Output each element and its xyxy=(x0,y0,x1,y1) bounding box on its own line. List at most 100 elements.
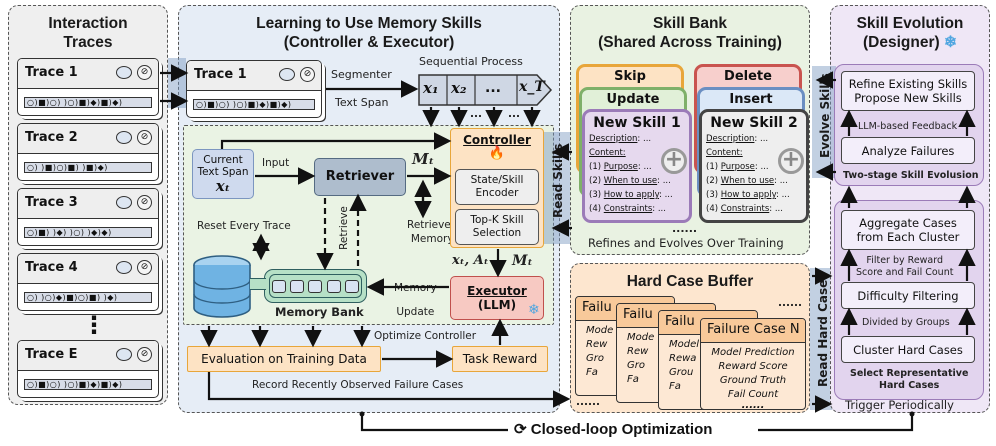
skill-card-2[interactable]: New Skill 2 Description: ... Content: (1… xyxy=(699,109,809,223)
snowflake-icon: ❄ xyxy=(943,34,957,51)
arrow-record-failures xyxy=(207,372,571,408)
add-skill-icon[interactable]: + xyxy=(661,148,687,174)
trace-sequence: ○)■)○) )○)■)◆)■)◆) xyxy=(24,97,152,108)
controller-box[interactable]: Controller 🔥 State/Skill Encoder Top-K S… xyxy=(450,128,544,248)
speech-bubble-icon xyxy=(116,261,132,274)
token-dots: ... xyxy=(508,108,520,120)
speech-bubble-icon xyxy=(279,68,295,81)
divided-by-groups-label: Divided by Groups xyxy=(862,317,950,328)
trace-label: Trace 4 xyxy=(25,260,78,275)
xt-variable: xₜ xyxy=(215,176,231,195)
trace-sequence: ○) )○)◆)■)○)■) )◆) xyxy=(24,292,152,303)
difficulty-filtering-box[interactable]: Difficulty Filtering xyxy=(841,282,975,309)
optimize-controller-label: Optimize Controller xyxy=(374,330,477,342)
token-x1: x₁ xyxy=(423,79,439,97)
learning-title: Learning to Use Memory Skills (Controlle… xyxy=(256,15,482,51)
loop-dot xyxy=(359,411,365,417)
current-text-span-box[interactable]: Current Text Span xₜ xyxy=(192,149,254,199)
llm-feedback-label: LLM-based Feedback xyxy=(858,121,958,132)
memory-slot xyxy=(344,279,359,293)
trace-label: Trace 2 xyxy=(25,130,78,145)
snowflake-icon: ❄ xyxy=(528,302,540,318)
mt-label-exec: Mₜ xyxy=(512,253,533,269)
speech-bubble-icon xyxy=(116,348,132,361)
fire-icon: 🔥 xyxy=(488,146,506,161)
interaction-traces-title: Interaction Traces xyxy=(48,15,128,51)
token-xT: x_T xyxy=(519,79,545,95)
retrieved-memory-label: Retrieved Memory xyxy=(407,219,458,245)
current-trace-card[interactable]: Trace 1 ⊘ ○)■)○) )○)■)◆)■)◆) xyxy=(186,60,322,118)
compass-icon: ⊘ xyxy=(137,347,152,362)
closed-loop-line xyxy=(360,414,508,432)
trace-card[interactable]: Trace 2 ⊘ ○) )■)○)■) )■)◆) xyxy=(17,123,159,181)
compass-icon: ⊘ xyxy=(137,195,152,210)
segmenter-label: Segmenter xyxy=(331,68,392,81)
add-skill-icon[interactable]: + xyxy=(778,148,804,174)
trace-label: Trace 3 xyxy=(25,195,78,210)
compass-icon: ⊘ xyxy=(137,260,152,275)
trace-card[interactable]: Trace 1 ⊘ ○)■)○) )○)■)◆)■)◆) xyxy=(17,58,159,116)
memory-bank-connector xyxy=(250,278,266,290)
memory-slot xyxy=(308,279,323,293)
skill-bank-title: Skill Bank (Shared Across Training) xyxy=(598,15,782,51)
compass-icon: ⊘ xyxy=(300,67,315,82)
text-span-label: Text Span xyxy=(335,96,389,109)
trace-label: Trace 1 xyxy=(194,67,247,82)
select-representative-label: Select Representative Hard Cases xyxy=(850,368,969,391)
analyze-failures-box[interactable]: Analyze Failures xyxy=(841,137,975,164)
memory-bank-label: Memory Bank xyxy=(275,305,364,319)
topk-skill-selection[interactable]: Top-K Skill Selection xyxy=(455,209,539,245)
trigger-periodically-label: Trigger Periodically xyxy=(845,398,954,412)
memory-bank[interactable] xyxy=(264,269,367,303)
skill-evolution-title: Skill Evolution (Designer) ❄ xyxy=(856,15,964,51)
trace-card[interactable]: Trace 4 ⊘ ○) )○)◆)■)○)■) )◆) xyxy=(17,253,159,311)
compass-icon: ⊘ xyxy=(137,65,152,80)
loop-dot xyxy=(909,411,915,417)
hard-case-buffer-title: Hard Case Buffer xyxy=(626,273,754,290)
evaluation-box[interactable]: Evaluation on Training Data xyxy=(187,346,381,372)
speech-bubble-icon xyxy=(116,196,132,209)
cluster-hard-cases-box[interactable]: Cluster Hard Cases xyxy=(841,336,975,363)
memory-slot xyxy=(326,279,341,293)
skill-card-1[interactable]: New Skill 1 Description: ... Content: (1… xyxy=(582,109,692,223)
controller-label: Controller xyxy=(463,133,531,147)
filter-by-reward-label: Filter by Reward Score and Fail Count xyxy=(856,255,954,278)
token-ellipsis: ... xyxy=(485,80,501,96)
trace-label: Trace E xyxy=(25,347,78,362)
token-dots: ... xyxy=(470,108,482,120)
buffer-ellipsis-bottom: ...... xyxy=(576,396,600,408)
memory-slot xyxy=(290,279,305,293)
trace-sequence: ○)■)○) )○)■)◆)■)◆) xyxy=(24,379,152,390)
trace-label: Trace 1 xyxy=(25,65,78,80)
speech-bubble-icon xyxy=(116,66,132,79)
sequential-process-label: Sequential Process xyxy=(419,55,523,68)
failure-case-n-card[interactable]: Failure Case N Model Prediction Reward S… xyxy=(700,318,806,410)
reset-every-trace-label: Reset Every Trace xyxy=(197,220,291,232)
speech-bubble-icon xyxy=(116,131,132,144)
closed-loop-line xyxy=(758,414,914,432)
memory-slot xyxy=(272,279,287,293)
trace-card[interactable]: Trace 3 ⊘ ○)■) )◆) )○) )◆)◆) xyxy=(17,188,159,246)
token-x2: x₂ xyxy=(451,79,467,97)
trace-sequence: ○)■)○) )○)■)◆)■)◆) xyxy=(193,99,315,110)
xt-at-label: xₜ, Aₜ xyxy=(452,253,489,268)
skill-bank-ellipsis: ...... xyxy=(672,222,698,235)
trace-card[interactable]: Trace E ⊘ ○)■)○) )○)■)◆)■)◆) xyxy=(17,340,159,398)
trace-sequence: ○) )■)○)■) )■)◆) xyxy=(24,162,152,173)
refine-propose-box[interactable]: Refine Existing Skills Propose New Skill… xyxy=(841,71,975,111)
token-sequence: x₁ x₂ ... x_T xyxy=(417,72,553,108)
executor-box[interactable]: Executor (LLM) xyxy=(450,276,544,320)
task-reward-box[interactable]: Task Reward xyxy=(452,346,548,372)
arrow-span-to-controller xyxy=(220,132,452,150)
trace-ellipsis: ⋮ xyxy=(82,311,106,339)
record-failure-label: Record Recently Observed Failure Cases xyxy=(252,379,464,391)
skill-bank-footer: Refines and Evolves Over Training xyxy=(588,236,784,250)
aggregate-cases-box[interactable]: Aggregate Cases from Each Cluster xyxy=(841,210,975,250)
closed-loop-label: ⟳ Closed-loop Optimization xyxy=(514,421,713,438)
mt-label: Mₜ xyxy=(412,150,435,168)
two-stage-label: Two-stage Skill Evolusion xyxy=(843,170,979,181)
token-arrow-shape xyxy=(418,74,553,106)
database-icon xyxy=(192,253,254,327)
state-skill-encoder[interactable]: State/Skill Encoder xyxy=(455,169,539,205)
